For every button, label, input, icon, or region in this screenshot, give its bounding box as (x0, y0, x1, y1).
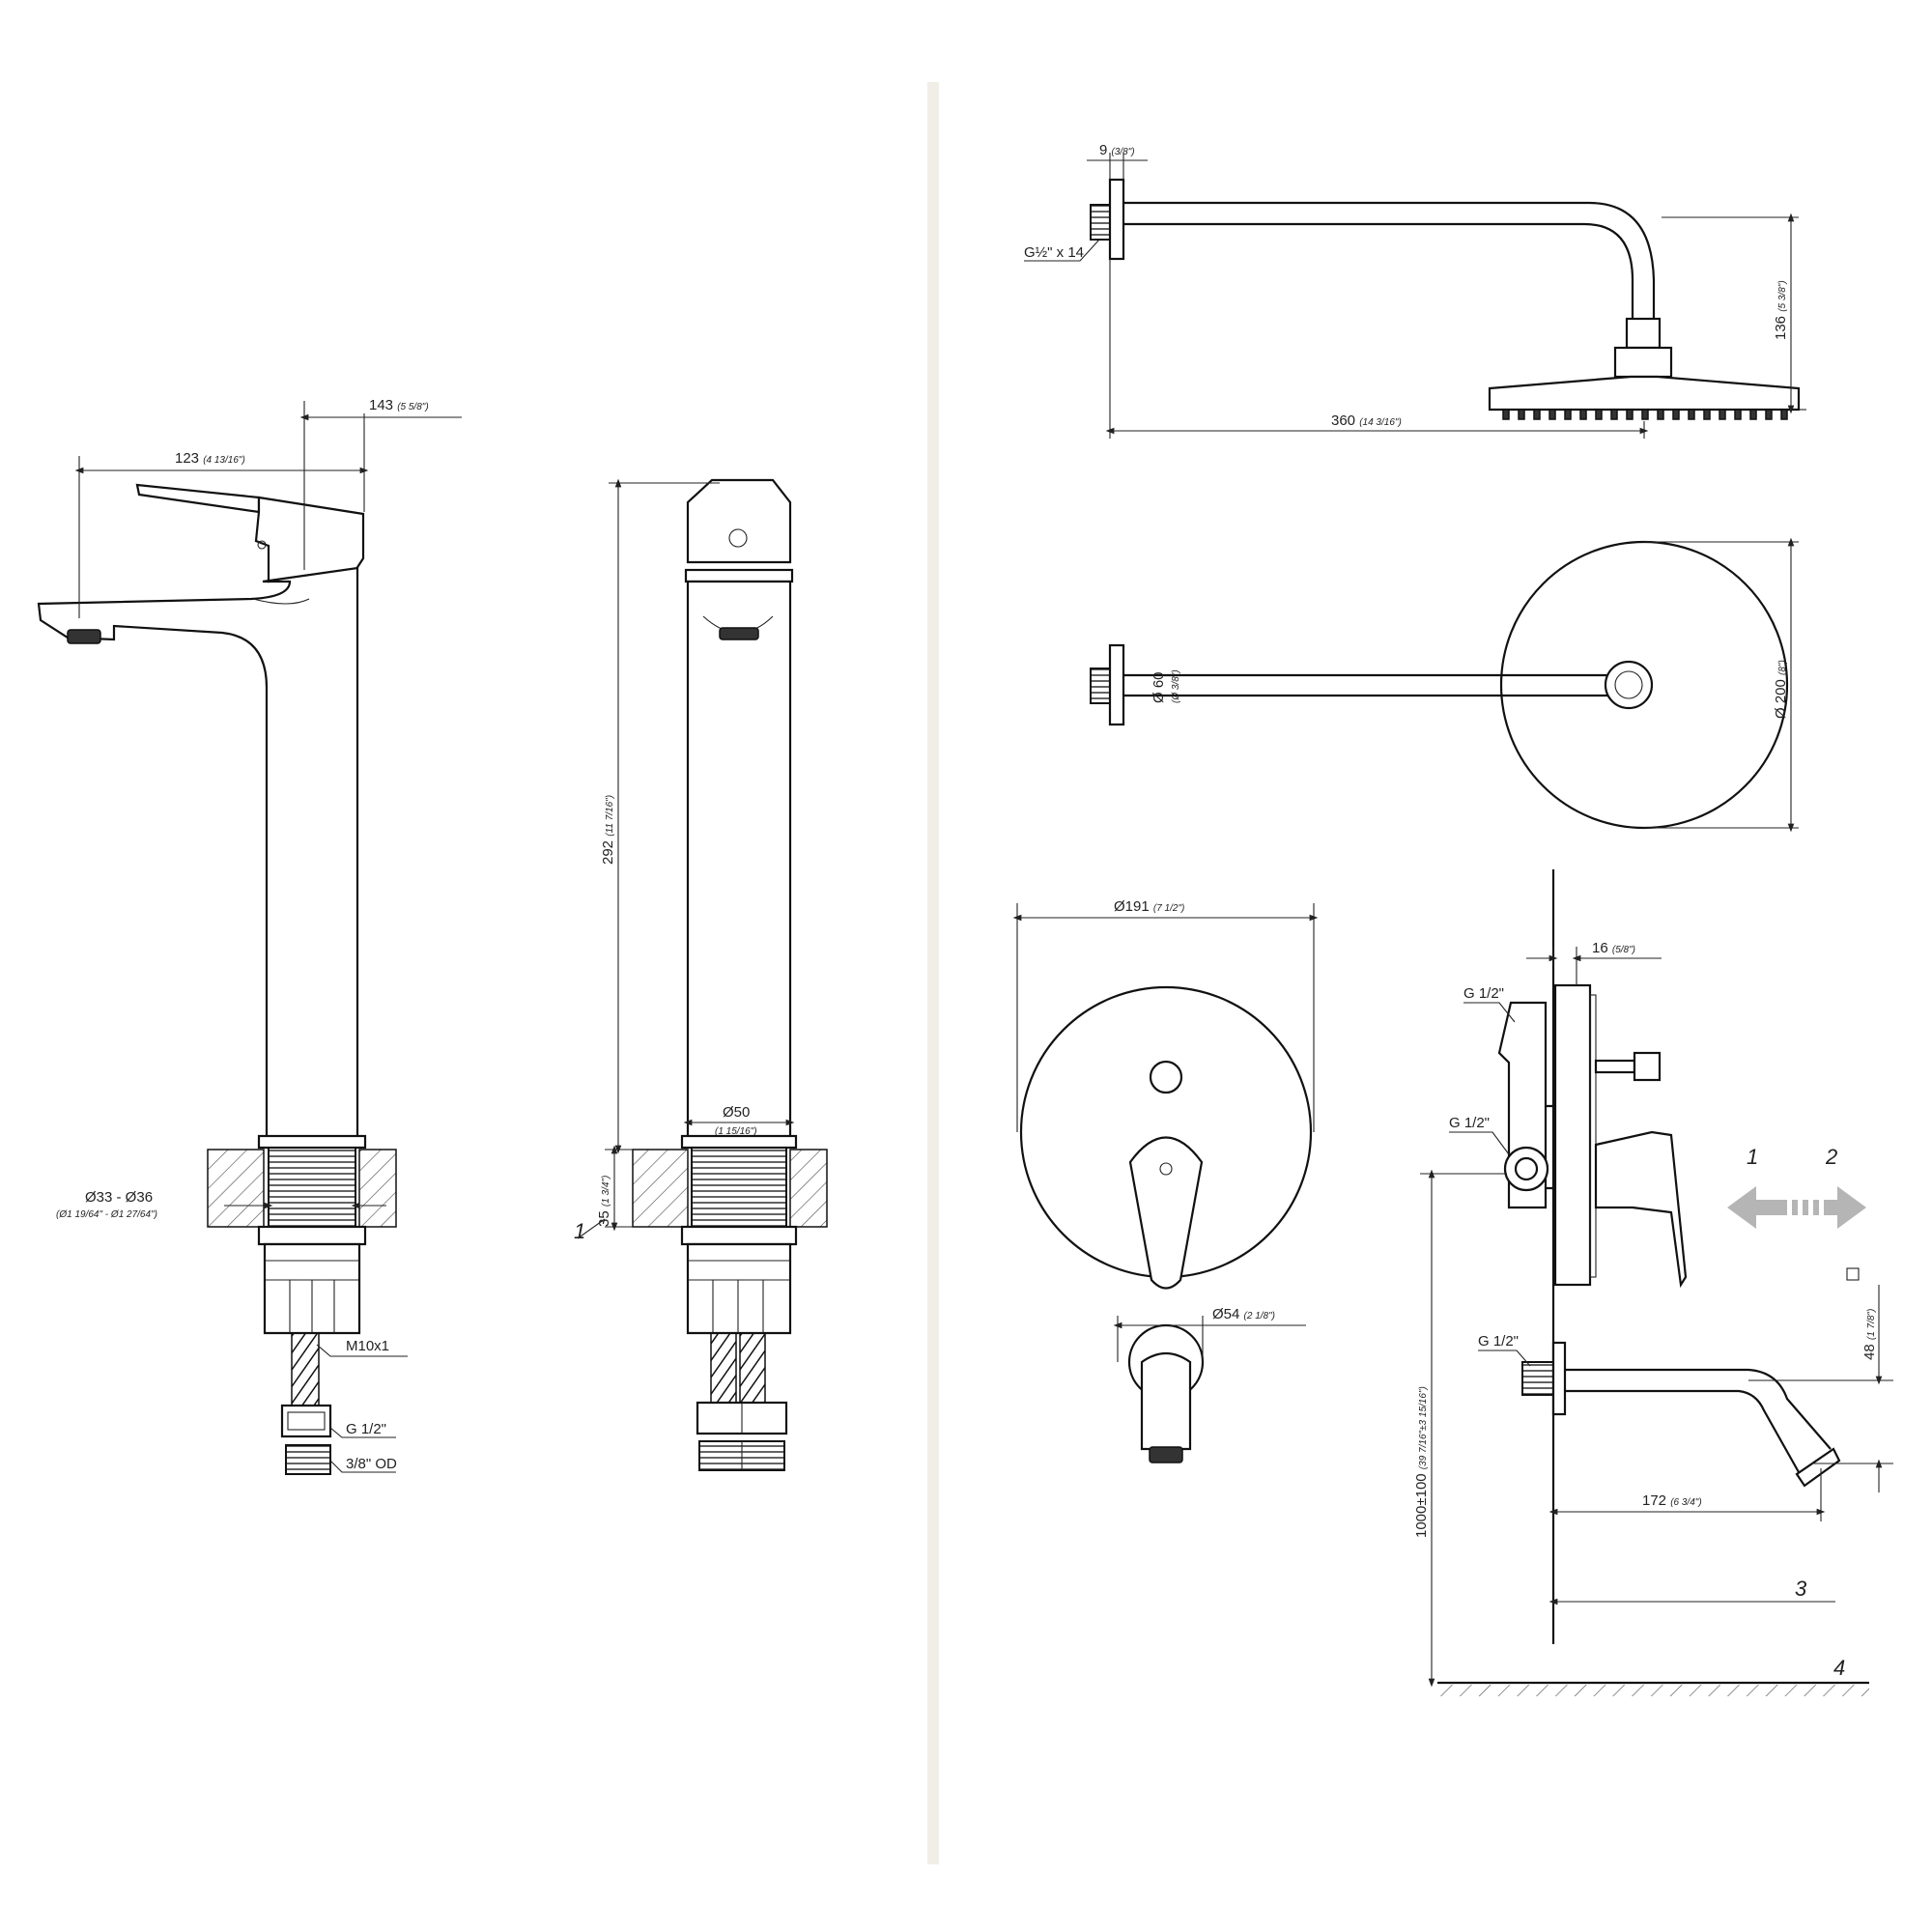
dim-191: Ø191 (7 1/2") (1114, 898, 1184, 915)
dim-360: 360 (14 3/16") (1331, 412, 1402, 429)
callout-3: 3 (1795, 1577, 1807, 1601)
dim-hole-inch: (Ø1 19/64" - Ø1 27/64") (56, 1209, 157, 1220)
dim-172: 172 (6 3/4") (1642, 1492, 1702, 1509)
callout-1-basin: 1 (574, 1219, 585, 1243)
dim-54: Ø54 (2 1/8") (1212, 1306, 1275, 1322)
dim-9: 9 (3/8") (1099, 142, 1135, 158)
dim-60: Ø 60 (1151, 671, 1167, 703)
label-thread-shower: G½" x 14 (1024, 244, 1084, 261)
basin-mixer-front-view: 292 (11 7/16") Ø50 (1 15/16") 35 (1 3/4"… (574, 478, 828, 1471)
valve-front-view: Ø191 (7 1/2") Ø54 (2 1/8") (1012, 898, 1319, 1463)
shower-head-top-view: Ø 60 (Ø 3/8") Ø 200 (8") (1090, 537, 1799, 833)
dim-hole: Ø33 - Ø36 (85, 1189, 153, 1206)
label-g12-spout: G 1/2" (1478, 1333, 1519, 1350)
dim-50-inch: (1 15/16") (715, 1126, 757, 1137)
valve-wall-section: 16 (5/8") G 1/2" G 1/2" G 1/2" 48 (1 7/8… (1413, 869, 1893, 1696)
dim-136: 136 (5 3/8") (1773, 280, 1789, 340)
dim-123: 123 (4 13/16") (175, 450, 245, 467)
direction-arrows-icon (1727, 1186, 1866, 1229)
dim-60-inch: (Ø 3/8") (1171, 669, 1181, 703)
label-od: 3/8" OD (346, 1456, 397, 1472)
sheet-divider (927, 82, 939, 1864)
dim-143: 143 (5 5/8") (369, 397, 429, 413)
label-m10: M10x1 (346, 1338, 389, 1354)
callout-1-valve: 1 (1747, 1145, 1758, 1169)
shower-head-side-view: 9 (3/8") G½" x 14 360 (14 3/16") 136 (5 … (1024, 142, 1806, 439)
dim-50: Ø50 (723, 1104, 750, 1121)
callout-2: 2 (1825, 1145, 1837, 1169)
dim-1000: 1000±100 (39 7/16"±3 15/16") (1413, 1386, 1430, 1538)
label-g12-basin: G 1/2" (346, 1421, 386, 1437)
dim-200: Ø 200 (8") (1773, 660, 1789, 719)
basin-mixer-side-view: 123 (4 13/16") 143 (5 5/8") Ø33 - Ø36 (Ø… (37, 397, 462, 1475)
dim-292: 292 (11 7/16") (600, 795, 616, 865)
dim-48: 48 (1 7/8") (1861, 1309, 1878, 1360)
label-g12-mid: G 1/2" (1449, 1115, 1490, 1131)
callout-4: 4 (1833, 1656, 1845, 1680)
label-g12-top: G 1/2" (1463, 985, 1504, 1002)
dim-16: 16 (5/8") (1592, 940, 1635, 956)
